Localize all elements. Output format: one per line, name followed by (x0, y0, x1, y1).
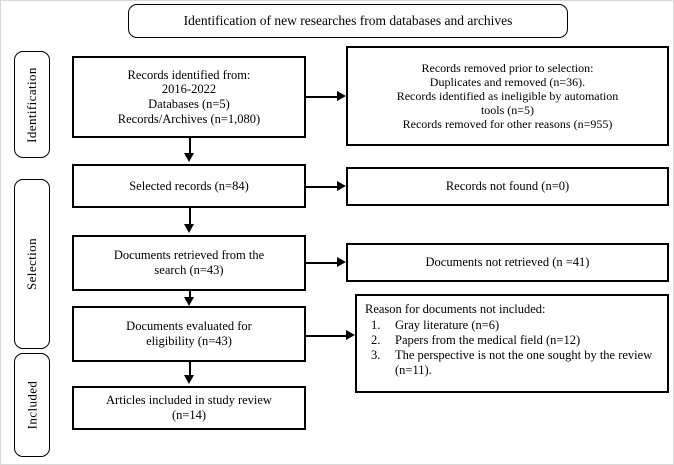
connector-identified-to-removed-line (306, 96, 338, 98)
stage-label-selection-text: Selection (24, 238, 40, 290)
node-articles-included: Articles included in study review (n=14) (72, 386, 306, 430)
connector-selected-to-retrieved-arrow (183, 224, 194, 233)
node-selected-records-line-1: Selected records (n=84) (129, 178, 249, 193)
connector-retrieved-to-evaluated-line (189, 291, 191, 299)
node-records-identified-line-3: Databases (n=5) (148, 97, 230, 111)
node-records-identified-line-2: 2016-2022 (161, 82, 217, 97)
node-records-removed-line-4: tools (n=5) (480, 103, 535, 118)
list-item-text: The perspective is not the one sought by… (395, 347, 653, 377)
stage-label-selection: Selection (14, 179, 50, 349)
node-records-removed: Records removed prior to selection: Dupl… (346, 46, 669, 146)
node-records-not-found: Records not found (n=0) (346, 167, 669, 206)
node-exclusion-reasons-heading: Reason for documents not included: (365, 302, 546, 316)
stage-label-identification-text: Identification (24, 66, 40, 143)
list-item: 1. Gray literature (n=6) (365, 318, 661, 333)
diagram-title: Identification of new researches from da… (183, 13, 513, 29)
stage-label-identification: Identification (14, 51, 50, 158)
connector-evaluated-to-included-arrow (183, 375, 194, 384)
connector-evaluated-to-included-line (189, 362, 191, 377)
list-item-text: Papers from the medical field (n=12) (395, 332, 581, 347)
connector-retrieved-to-evaluated-arrow (183, 297, 194, 306)
connector-retrieved-to-notretrieved-arrow (337, 256, 346, 267)
node-articles-included-line-1: Articles included in study review (106, 393, 272, 408)
list-item-text: Gray literature (n=6) (395, 317, 500, 332)
connector-identified-to-removed-arrow (337, 90, 346, 101)
exclusion-reasons-list: 1. Gray literature (n=6) 2. Papers from … (365, 318, 661, 378)
node-documents-retrieved: Documents retrieved from the search (n=4… (72, 235, 306, 291)
stage-label-included: Included (14, 353, 50, 457)
node-records-identified-line-4: Records/Archives (n=1,080) (117, 111, 261, 126)
list-item-number: 3. (371, 347, 381, 362)
node-documents-evaluated-line-1: Documents evaluated for (126, 319, 252, 334)
connector-identified-to-selected-line (189, 138, 191, 155)
list-item: 3. The perspective is not the one sought… (365, 348, 661, 378)
list-item-number: 1. (371, 317, 381, 332)
connector-selected-to-notfound-arrow (337, 180, 346, 191)
diagram-title-box: Identification of new researches from da… (128, 4, 568, 38)
node-articles-included-line-2: (n=14) (171, 408, 207, 422)
node-records-removed-line-2: Duplicates and removed (n=36). (429, 74, 586, 89)
connector-selected-to-notfound-line (306, 186, 338, 188)
node-records-identified-line-1: Records identified from: (127, 67, 251, 82)
node-documents-evaluated: Documents evaluated for eligibility (n=4… (72, 306, 306, 362)
node-records-removed-line-3: Records identified as ineligible by auto… (396, 88, 619, 103)
stage-label-included-text: Included (24, 380, 39, 430)
node-documents-not-retrieved: Documents not retrieved (n =41) (346, 243, 669, 282)
node-records-removed-line-1: Records removed prior to selection: (421, 60, 594, 75)
node-documents-retrieved-line-1: Documents retrieved from the (113, 248, 265, 263)
node-records-identified: Records identified from: 2016-2022 Datab… (72, 56, 306, 138)
node-documents-not-retrieved-line-1: Documents not retrieved (n =41) (425, 255, 590, 270)
node-exclusion-reasons: Reason for documents not included: 1. Gr… (355, 294, 669, 393)
connector-retrieved-to-notretrieved-line (306, 262, 338, 264)
node-records-removed-line-5: Records removed for other reasons (n=955… (402, 117, 613, 132)
connector-selected-to-retrieved-line (189, 208, 191, 226)
connector-identified-to-selected-arrow (183, 153, 194, 162)
node-documents-retrieved-line-2: search (n=43) (154, 263, 224, 277)
node-documents-evaluated-line-2: eligibility (n=43) (146, 334, 232, 348)
connector-evaluated-to-reasons-line (306, 335, 347, 337)
list-item-number: 2. (371, 332, 381, 347)
connector-evaluated-to-reasons-arrow (346, 329, 355, 340)
node-records-not-found-line-1: Records not found (n=0) (445, 179, 570, 194)
node-selected-records: Selected records (n=84) (72, 164, 306, 208)
list-item: 2. Papers from the medical field (n=12) (365, 333, 661, 348)
